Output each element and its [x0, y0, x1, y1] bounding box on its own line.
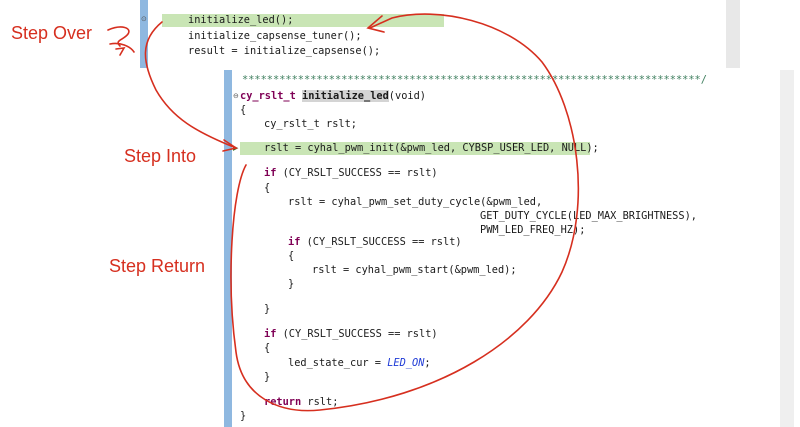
- top-editor-scrollbar[interactable]: [726, 0, 740, 68]
- code-duty-cycle-2[interactable]: GET_DUTY_CYCLE(LED_MAX_BRIGHTNESS),: [480, 210, 697, 222]
- step-over-arrow-2: [109, 42, 135, 53]
- code-if-success-1[interactable]: if (CY_RSLT_SUCCESS == rslt): [264, 167, 438, 180]
- code-brace-3-close[interactable]: }: [264, 371, 271, 383]
- label-step-return: Step Return: [109, 256, 206, 276]
- code-brace-2-open[interactable]: {: [288, 250, 295, 262]
- code-declaration[interactable]: cy_rslt_t rslt;: [264, 118, 357, 130]
- fold-collapse-icon[interactable]: ⊖: [233, 92, 239, 100]
- label-step-over: Step Over: [11, 23, 93, 43]
- code-brace-3-open[interactable]: {: [264, 342, 271, 354]
- keyword-if: if: [264, 167, 277, 179]
- return-type: cy_rslt_t: [240, 90, 302, 102]
- code-led-state[interactable]: led_state_cur = LED_ON;: [288, 357, 431, 370]
- condition-text: (CY_RSLT_SUCCESS == rslt): [300, 236, 462, 248]
- code-line-initialize-capsense-tuner[interactable]: initialize_capsense_tuner();: [188, 30, 362, 42]
- code-if-success-2[interactable]: if (CY_RSLT_SUCCESS == rslt): [288, 236, 462, 249]
- return-value: rslt;: [301, 396, 339, 408]
- comment-separator: ****************************************…: [242, 74, 707, 86]
- bottom-editor-pane: ****************************************…: [224, 70, 794, 427]
- bottom-editor-scrollbar[interactable]: [780, 70, 794, 427]
- label-step-into: Step Into: [124, 146, 197, 166]
- code-open-brace[interactable]: {: [240, 104, 247, 116]
- step-return-arrowhead: [366, 15, 385, 33]
- keyword-if: if: [264, 328, 277, 340]
- breakpoint-marker-icon[interactable]: ⊙: [141, 15, 147, 23]
- macro-led-on: LED_ON: [387, 357, 425, 369]
- bottom-editor-gutter: [224, 70, 232, 427]
- code-brace-1-open[interactable]: {: [264, 182, 271, 194]
- condition-text: (CY_RSLT_SUCCESS == rslt): [276, 167, 438, 179]
- function-signature[interactable]: cy_rslt_t initialize_led(void): [240, 90, 426, 103]
- keyword-if: if: [288, 236, 301, 248]
- pwm-init-line-highlight: [240, 142, 590, 155]
- code-if-success-3[interactable]: if (CY_RSLT_SUCCESS == rslt): [264, 328, 438, 341]
- function-args: (void): [388, 90, 426, 102]
- code-duty-cycle-1[interactable]: rslt = cyhal_pwm_set_duty_cycle(&pwm_led…: [288, 196, 543, 208]
- assignment-lhs: led_state_cur =: [288, 357, 388, 369]
- function-name: initialize_led: [302, 90, 389, 102]
- code-function-close[interactable]: }: [240, 410, 247, 422]
- code-return[interactable]: return rslt;: [264, 396, 338, 409]
- step-return-loop: [230, 13, 580, 412]
- top-editor-gutter: [140, 0, 148, 68]
- code-brace-2-close[interactable]: }: [288, 278, 295, 290]
- code-brace-1-close[interactable]: }: [264, 303, 271, 315]
- semicolon: ;: [424, 357, 431, 369]
- step-into-arrow: [144, 21, 237, 149]
- code-line-initialize-capsense[interactable]: result = initialize_capsense();: [188, 45, 381, 57]
- condition-text: (CY_RSLT_SUCCESS == rslt): [276, 328, 438, 340]
- code-pwm-init[interactable]: rslt = cyhal_pwm_init(&pwm_led, CYBSP_US…: [264, 142, 599, 154]
- step-over-arrow-3: [115, 47, 126, 56]
- step-over-arrow-1: [107, 26, 130, 47]
- code-line-initialize-led[interactable]: initialize_led();: [188, 14, 294, 26]
- code-duty-cycle-3[interactable]: PWM_LED_FREQ_HZ);: [480, 224, 586, 236]
- step-into-arrowhead: [222, 139, 238, 152]
- code-pwm-start[interactable]: rslt = cyhal_pwm_start(&pwm_led);: [312, 264, 517, 276]
- keyword-return: return: [264, 396, 302, 408]
